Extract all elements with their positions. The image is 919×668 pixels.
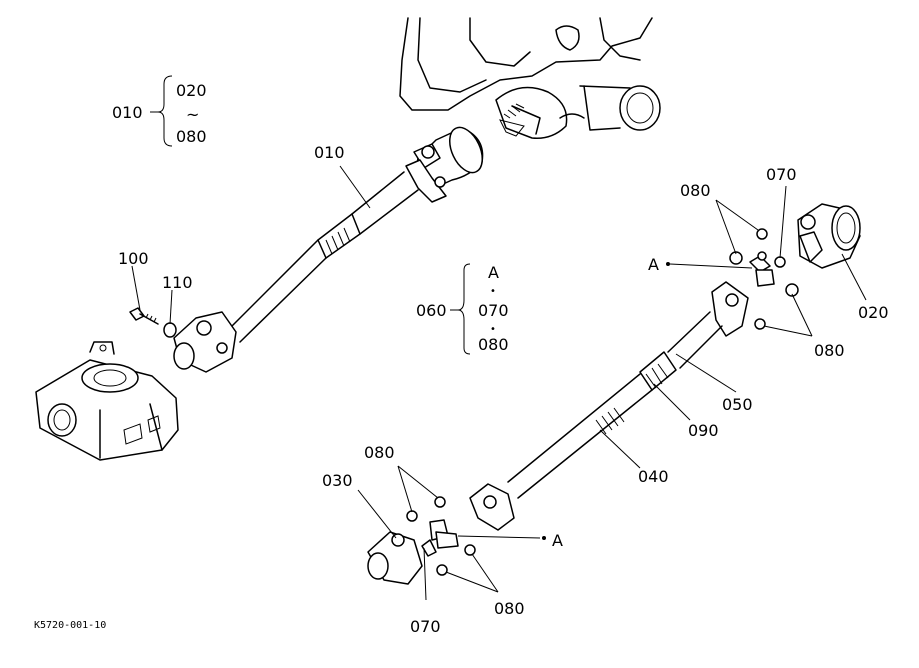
bolt-and-washer (129, 307, 177, 338)
universal-joint-lower (406, 496, 476, 576)
label-dot-1: • (490, 286, 496, 297)
label-060: 060 (416, 301, 447, 320)
front-drive-shaft (173, 126, 484, 373)
bracket-060 (450, 263, 471, 355)
label-070-upper: 070 (766, 165, 797, 184)
arrow-dot-lower (542, 536, 546, 540)
label-070-lower: 070 (410, 617, 441, 636)
label-010-shaft: 010 (314, 143, 345, 162)
label-040: 040 (638, 467, 669, 486)
label-080-bottom: 080 (494, 599, 525, 618)
universal-joint-upper (729, 228, 799, 330)
bracket-010 (150, 75, 173, 147)
label-080-bracket: 080 (478, 335, 509, 354)
label-020-right: 020 (858, 303, 889, 322)
front-axle-housing (35, 341, 179, 461)
label-A-upper: A (648, 255, 659, 274)
engine-housing (399, 17, 661, 139)
label-080-right: 080 (814, 341, 845, 360)
label-050: 050 (722, 395, 753, 414)
label-tilde: ~ (186, 105, 199, 124)
label-dot-2: • (490, 324, 496, 335)
leader-lines (131, 165, 867, 601)
arrow-dot-upper (666, 262, 670, 266)
label-090: 090 (688, 421, 719, 440)
label-030: 030 (322, 471, 353, 490)
yoke-020 (797, 203, 861, 269)
yoke-030 (367, 531, 423, 585)
reference-code: K5720-001-10 (34, 620, 106, 631)
label-080-lower: 080 (364, 443, 395, 462)
label-080-upper: 080 (680, 181, 711, 200)
label-110: 110 (162, 273, 193, 292)
label-A-bracket: A (488, 263, 499, 282)
label-070-bracket: 070 (478, 301, 509, 320)
label-100: 100 (118, 249, 149, 268)
rear-drive-shaft (469, 281, 749, 531)
label-010-bracket: 010 (112, 103, 143, 122)
label-080-top: 080 (176, 127, 207, 146)
label-A-lower: A (552, 531, 563, 550)
label-020-top: 020 (176, 81, 207, 100)
